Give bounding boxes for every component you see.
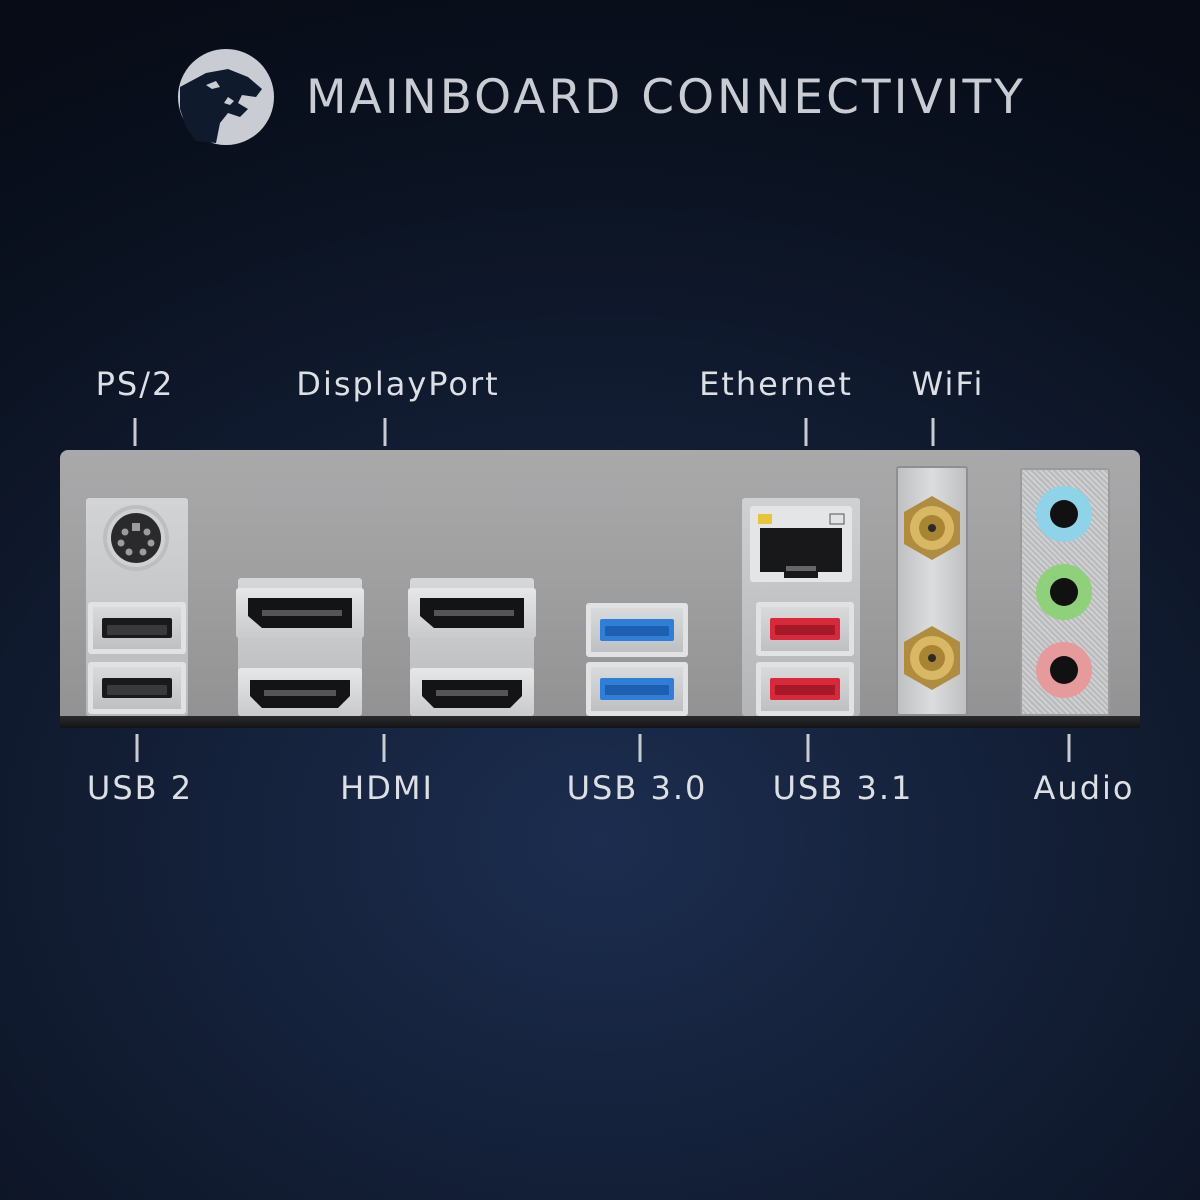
ethernet-tick (804, 418, 808, 446)
wifi-label: WiFi (911, 365, 985, 403)
antenna-connector-icon (904, 626, 960, 690)
usb31-label: USB 3.1 (772, 769, 914, 807)
ps2-tick (133, 418, 137, 446)
hdmi-tick (382, 734, 386, 762)
usb30-port-2 (586, 662, 688, 716)
displayport-label: DisplayPort (296, 365, 500, 403)
usb31-tick (806, 734, 810, 762)
header: MAINBOARD CONNECTIVITY (176, 42, 1026, 152)
page-title: MAINBOARD CONNECTIVITY (306, 69, 1026, 125)
usb31-port-2 (756, 662, 854, 716)
displayport-port-2 (408, 588, 536, 638)
hdmi-port-1 (238, 668, 362, 716)
wifi-antenna-connector-2 (898, 624, 966, 692)
usb30-port-1 (586, 603, 688, 657)
displayport-tick (383, 418, 387, 446)
usb31-port-1 (756, 602, 854, 656)
ethernet-port (748, 504, 854, 584)
ps2-connector-icon (111, 513, 161, 563)
usb2-port-1 (88, 602, 186, 654)
ps2-label: PS/2 (95, 365, 175, 403)
audio-tick (1067, 734, 1071, 762)
hdmi-label: HDMI (340, 769, 434, 807)
ethernet-label: Ethernet (699, 365, 853, 403)
usb2-port-2 (88, 662, 186, 714)
displayport-port-1 (236, 588, 364, 638)
audio-jack-line-out (1036, 564, 1092, 620)
audio-jack-mic (1036, 642, 1092, 698)
usb2-label: USB 2 (86, 769, 194, 807)
antenna-connector-icon (904, 496, 960, 560)
wifi-tick (931, 418, 935, 446)
usb2-tick (135, 734, 139, 762)
audio-jack-line-in (1036, 486, 1092, 542)
io-shield-edge (60, 716, 1140, 728)
hdmi-port-2 (410, 668, 534, 716)
ps2-port (103, 505, 169, 571)
dinosaur-logo-icon (178, 49, 274, 145)
usb30-tick (638, 734, 642, 762)
usb30-label: USB 3.0 (566, 769, 708, 807)
rj45-connector-icon (750, 506, 852, 582)
audio-label: Audio (1033, 769, 1135, 807)
wifi-antenna-connector-1 (898, 494, 966, 562)
